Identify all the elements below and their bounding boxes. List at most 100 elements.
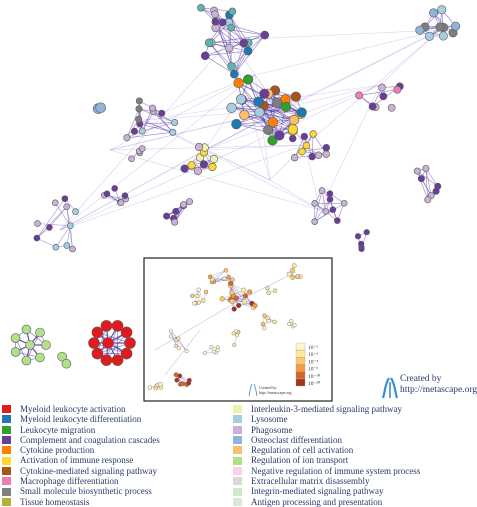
- inset-node: [208, 275, 212, 279]
- inset-node: [216, 349, 220, 353]
- term-node: [236, 94, 246, 104]
- inset-node: [295, 274, 299, 278]
- term-node: [319, 188, 325, 194]
- scale-label: 10⁻⁶: [308, 367, 318, 373]
- inset-node: [287, 272, 291, 276]
- term-node: [173, 208, 179, 214]
- inset-node: [181, 381, 185, 385]
- legend-swatch: [2, 457, 11, 465]
- term-node: [260, 89, 270, 99]
- scale-label: 10⁻²⁰: [308, 380, 321, 387]
- inset-node: [187, 378, 191, 382]
- scale-label: 10⁻²: [308, 345, 318, 351]
- legend-label: Cytokine production: [20, 445, 94, 455]
- term-node: [34, 221, 40, 227]
- term-node: [101, 320, 112, 331]
- term-node: [254, 97, 264, 107]
- term-node: [439, 32, 447, 40]
- term-node: [52, 200, 58, 206]
- inset-node: [177, 337, 181, 341]
- term-node: [205, 39, 213, 47]
- term-node: [288, 125, 298, 135]
- term-node: [118, 200, 124, 206]
- term-node: [53, 244, 59, 250]
- term-node: [186, 198, 192, 204]
- legend-label: Activation of immune response: [20, 455, 133, 465]
- term-node: [139, 146, 145, 152]
- legend-item: Regulation of ion transport: [233, 455, 477, 465]
- legend-item: Cytokine-mediated signaling pathway: [2, 466, 232, 476]
- legend-label: Interleukin-3-mediated signaling pathway: [251, 404, 402, 414]
- term-node: [201, 52, 209, 60]
- term-node: [62, 359, 71, 368]
- term-node: [240, 110, 250, 120]
- inset-node: [267, 319, 271, 323]
- term-node: [289, 135, 296, 142]
- term-node: [96, 103, 106, 113]
- term-node: [228, 24, 235, 31]
- term-node: [197, 4, 204, 11]
- term-node: [42, 341, 51, 350]
- term-node: [429, 9, 437, 17]
- inset-node: [231, 278, 235, 282]
- legend-swatch: [2, 426, 11, 434]
- legend-item: Myeloid leukocyte activation: [2, 404, 232, 414]
- term-node: [425, 32, 433, 40]
- inset-node: [267, 291, 271, 295]
- legend-swatch: [2, 498, 11, 506]
- term-node: [327, 196, 333, 202]
- term-node: [188, 161, 196, 169]
- term-node: [159, 110, 165, 116]
- legend-swatch: [2, 477, 11, 485]
- term-node: [124, 135, 130, 141]
- edge: [205, 30, 440, 150]
- legend-item: Extracellular matrix disassembly: [233, 476, 477, 486]
- term-node: [378, 84, 385, 91]
- inset-node: [242, 299, 247, 304]
- term-node: [312, 200, 318, 206]
- term-node: [212, 18, 219, 25]
- inset-node: [261, 322, 265, 326]
- inset-node: [212, 350, 216, 354]
- term-node: [261, 31, 269, 39]
- legend-item: Lysosome: [233, 414, 477, 424]
- scale-swatch: [296, 343, 305, 350]
- inset-node: [236, 303, 241, 308]
- term-node: [255, 108, 265, 118]
- legend-item: Integrin-mediated signaling pathway: [233, 486, 477, 496]
- term-node: [62, 196, 68, 202]
- term-node: [171, 119, 177, 125]
- term-node: [211, 11, 218, 18]
- term-node: [416, 26, 424, 34]
- scale-swatch: [296, 365, 305, 372]
- term-node: [244, 47, 252, 55]
- term-node: [136, 106, 142, 112]
- legend-item: Leukocyte migration: [2, 425, 232, 435]
- inset-node: [203, 351, 207, 355]
- inset-node: [293, 323, 297, 327]
- legend-right-column: Interleukin-3-mediated signaling pathway…: [233, 404, 477, 507]
- legend-label: Integrin-mediated signaling pathway: [251, 486, 383, 496]
- legend-label: Phagosome: [251, 425, 293, 435]
- legend-label: Myeloid leukocyte activation: [20, 404, 125, 414]
- term-node: [22, 356, 31, 365]
- term-node: [315, 152, 322, 159]
- inset-node: [185, 349, 189, 353]
- term-node: [323, 208, 329, 214]
- term-node: [35, 328, 44, 337]
- legend-label: Macrophage differentiation: [20, 476, 119, 486]
- inset-node: [265, 286, 269, 290]
- legend-swatch: [233, 426, 242, 434]
- scale-label: 10⁻⁴: [308, 359, 318, 365]
- metascape-credit: Created by http://metascape.org: [380, 372, 477, 402]
- edge: [37, 199, 65, 238]
- term-node: [135, 116, 141, 122]
- term-node: [299, 148, 306, 155]
- inset-node: [273, 289, 277, 293]
- term-node: [436, 23, 444, 31]
- term-node: [227, 103, 237, 113]
- inset-node: [291, 275, 295, 279]
- term-node: [341, 200, 347, 206]
- credit-line-1: Created by: [400, 374, 477, 385]
